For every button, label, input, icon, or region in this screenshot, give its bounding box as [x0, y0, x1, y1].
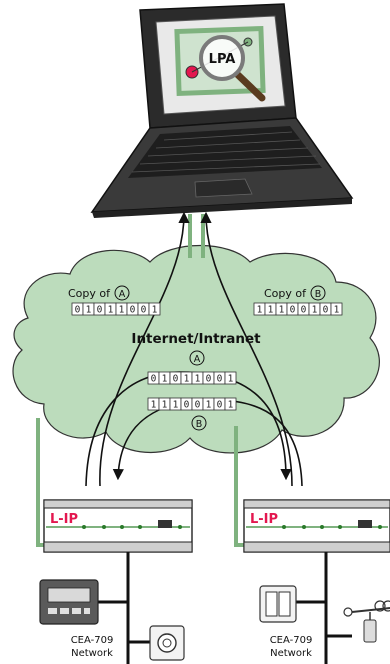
- bit-value: 0: [151, 374, 157, 385]
- cloud-label: Internet/Intranet: [131, 331, 261, 347]
- bit-value: 1: [152, 305, 158, 316]
- bit-value: 1: [108, 305, 114, 316]
- bit-value: 0: [290, 305, 296, 316]
- center-a-marker: A: [194, 354, 201, 365]
- network-left-line1: CEA-709: [71, 635, 114, 646]
- internet-cloud: [12, 245, 380, 454]
- bit-value: 1: [257, 305, 263, 316]
- bit-cell: [224, 371, 237, 385]
- bit-value: 0: [173, 374, 179, 385]
- copy-b-prefix: Copy of: [264, 287, 307, 300]
- bit-value: 0: [195, 400, 201, 411]
- bit-value: 1: [184, 374, 190, 385]
- marker-circle-icon: [114, 285, 130, 301]
- bit-value: 1: [162, 400, 168, 411]
- bit-value: 0: [217, 374, 223, 385]
- bit-value: 1: [86, 305, 92, 316]
- bit-value: 1: [228, 374, 234, 385]
- copy-a-prefix: Copy of: [68, 287, 111, 300]
- marker-circle-icon: [191, 415, 207, 431]
- bit-value: 1: [279, 305, 285, 316]
- bit-value: 1: [268, 305, 274, 316]
- bit-value: 0: [97, 305, 103, 316]
- network-right-line2: Network: [270, 648, 312, 659]
- light-switch-icon: [259, 585, 297, 623]
- bit-value: 0: [217, 400, 223, 411]
- weather-sensor-icon: [343, 600, 390, 643]
- bit-value: 1: [334, 305, 340, 316]
- network-right: CEA-709 Network: [259, 552, 390, 664]
- router-right-label: L-IP: [250, 512, 278, 527]
- laptop: LPA: [90, 3, 354, 218]
- bit-value: 1: [151, 400, 157, 411]
- bit-value: 0: [75, 305, 81, 316]
- marker-circle-icon: [189, 350, 205, 366]
- bit-value: 1: [119, 305, 125, 316]
- network-left-line2: Network: [71, 648, 113, 659]
- bit-value: 0: [184, 400, 190, 411]
- copy-a-marker: A: [119, 289, 126, 300]
- bit-value: 0: [323, 305, 329, 316]
- bit-value: 0: [141, 305, 147, 316]
- marker-circle-icon: [310, 285, 326, 301]
- bit-value: 1: [206, 400, 212, 411]
- bit-value: 1: [228, 400, 234, 411]
- router-left-label: L-IP: [50, 512, 78, 527]
- router-left: L-IP: [43, 499, 193, 553]
- bit-cell: [330, 302, 343, 316]
- copy-b-marker: B: [315, 289, 322, 300]
- bit-value: 0: [301, 305, 307, 316]
- bit-value: 1: [312, 305, 318, 316]
- center-b-marker: B: [196, 419, 203, 430]
- control-panel-icon: [39, 579, 99, 625]
- bit-cell: [224, 397, 237, 411]
- magnifier-icon: [199, 35, 266, 102]
- network-right-line1: CEA-709: [270, 635, 313, 646]
- bit-value: 1: [195, 374, 201, 385]
- bit-cell: [148, 302, 161, 316]
- bit-value: 0: [130, 305, 136, 316]
- bit-value: 0: [206, 374, 212, 385]
- network-left: CEA-709 Network: [39, 552, 185, 664]
- router-right: L-IP: [243, 499, 390, 553]
- bit-value: 1: [173, 400, 179, 411]
- screen-label: LPA: [209, 52, 236, 67]
- dial-icon: [149, 625, 185, 661]
- bit-value: 1: [162, 374, 168, 385]
